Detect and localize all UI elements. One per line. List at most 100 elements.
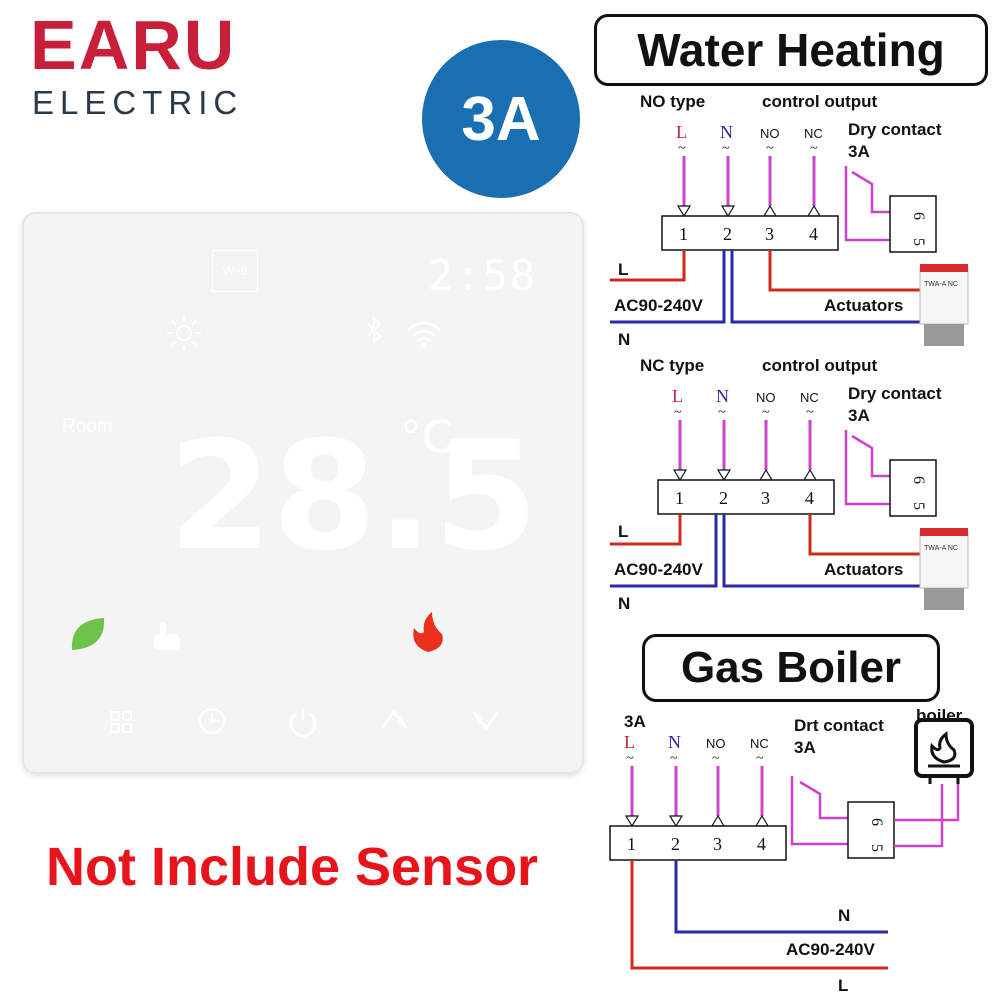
svg-text:~: ~ bbox=[762, 405, 770, 420]
no-dry-contact-amps: 3A bbox=[848, 142, 870, 161]
hand-icon bbox=[154, 622, 180, 650]
nc-neutral-label: N bbox=[618, 594, 631, 613]
nc-type-label: NC type bbox=[640, 356, 705, 375]
no-relay-5: 5 bbox=[910, 238, 927, 246]
svg-text:TWA-A NC: TWA-A NC bbox=[924, 545, 958, 552]
nc-wire-no: NO bbox=[756, 390, 776, 405]
no-tilde-n: ~ bbox=[722, 141, 730, 156]
nc-control-output-label: control output bbox=[762, 356, 878, 375]
svg-text:~: ~ bbox=[756, 751, 764, 766]
gas-neutral-label: N bbox=[838, 906, 851, 925]
svg-text:~: ~ bbox=[718, 405, 726, 420]
brand-subtitle: ELECTRIC bbox=[32, 84, 244, 121]
gas-wire-nc: NC bbox=[750, 736, 769, 751]
no-terminal-3: 3 bbox=[765, 224, 774, 244]
no-relay-block bbox=[889, 195, 937, 253]
temperature-unit: °C bbox=[400, 412, 453, 463]
nc-relay-5: 5 bbox=[910, 502, 927, 510]
no-terminal-4: 4 bbox=[809, 224, 818, 244]
bluetooth-icon bbox=[367, 315, 382, 345]
no-supply-label: AC90-240V bbox=[614, 296, 703, 315]
gas-line-label: L bbox=[838, 976, 849, 995]
gas-terminal-block bbox=[609, 825, 787, 861]
gas-wire-l: L bbox=[624, 732, 635, 752]
gas-relay-6: 6 bbox=[868, 818, 885, 826]
flame-icon bbox=[413, 612, 443, 652]
nc-wire-n: N bbox=[716, 386, 729, 406]
no-control-output-label: control output bbox=[762, 92, 878, 111]
clock-icon[interactable] bbox=[198, 707, 226, 735]
nc-actuator: TWA-A NC bbox=[919, 528, 969, 610]
sun-icon bbox=[167, 316, 201, 350]
amperage-badge: 3A bbox=[422, 40, 580, 198]
no-tilde-nc: ~ bbox=[810, 141, 818, 156]
arrow-down-icon[interactable] bbox=[472, 711, 500, 731]
no-wire-l: L bbox=[676, 122, 687, 142]
room-label: Room bbox=[62, 416, 113, 437]
wiring-diagrams: L N NO NC ~ ~ ~ ~ 1 2 3 4 6 5 bbox=[609, 122, 974, 970]
no-neutral-label: N bbox=[618, 330, 631, 349]
clock-readout: 2:58 bbox=[428, 251, 537, 300]
nc-relay-6: 6 bbox=[910, 476, 927, 484]
nc-terminal-1: 1 bbox=[675, 488, 684, 508]
no-terminal-block bbox=[661, 215, 839, 251]
gas-terminal-1: 1 bbox=[627, 834, 636, 854]
temperature-readout: 28.5 bbox=[168, 410, 538, 584]
no-wire-no: NO bbox=[760, 126, 780, 141]
no-actuators-label: Actuators bbox=[824, 296, 904, 315]
gas-relay-block bbox=[847, 801, 895, 859]
gas-wire-n: N bbox=[668, 732, 681, 752]
nc-wiring-block: L N NO NC ~ ~ ~ ~ 1 2 3 4 6 5 TWA-A bbox=[610, 386, 969, 610]
gas-wire-no: NO bbox=[706, 736, 726, 751]
gas-terminal-2: 2 bbox=[671, 834, 680, 854]
nc-supply-label: AC90-240V bbox=[614, 560, 703, 579]
svg-text:~: ~ bbox=[712, 751, 720, 766]
no-wiring-block: L N NO NC ~ ~ ~ ~ 1 2 3 4 6 5 bbox=[610, 122, 969, 346]
nc-actuators-label: Actuators bbox=[824, 560, 904, 579]
no-terminal-1: 1 bbox=[679, 224, 688, 244]
arrow-up-icon[interactable] bbox=[380, 709, 408, 729]
svg-text:~: ~ bbox=[670, 751, 678, 766]
gas-supply-label: AC90-240V bbox=[786, 940, 875, 959]
day-indicator: Wed bbox=[212, 250, 258, 292]
nc-dry-contact-amps: 3A bbox=[848, 406, 870, 425]
svg-text:~: ~ bbox=[626, 751, 634, 766]
nc-dry-contact-label: Dry contact bbox=[848, 384, 942, 403]
menu-icon[interactable] bbox=[110, 711, 132, 733]
boiler-icon bbox=[914, 718, 974, 784]
svg-text:28.5: 28.5 bbox=[168, 410, 538, 584]
nc-line-label: L bbox=[618, 522, 629, 541]
no-wire-n: N bbox=[720, 122, 733, 142]
nc-wire-l: L bbox=[672, 386, 683, 406]
no-terminal-2: 2 bbox=[723, 224, 732, 244]
wifi-icon bbox=[407, 321, 441, 349]
no-wire-nc: NC bbox=[804, 126, 823, 141]
no-type-label: NO type bbox=[640, 92, 706, 111]
thermostat-display: 2:58 28.5 °C bbox=[71, 251, 538, 737]
svg-text:~: ~ bbox=[674, 405, 682, 420]
nc-wire-nc: NC bbox=[800, 390, 819, 405]
thermostat-panel bbox=[22, 212, 584, 774]
no-tilde-l: ~ bbox=[678, 141, 686, 156]
svg-text:2:58: 2:58 bbox=[428, 251, 537, 300]
no-relay-6: 6 bbox=[910, 212, 927, 220]
gas-boiler-title: Gas Boiler bbox=[642, 634, 940, 702]
leaf-icon bbox=[71, 618, 105, 650]
svg-text:~: ~ bbox=[806, 405, 814, 420]
svg-text:TWA-A NC: TWA-A NC bbox=[924, 281, 958, 288]
nc-terminal-4: 4 bbox=[805, 488, 814, 508]
not-include-sensor-note: Not Include Sensor bbox=[46, 837, 539, 897]
no-actuator: TWA-A NC bbox=[919, 264, 969, 346]
gas-terminal-3: 3 bbox=[713, 834, 722, 854]
power-icon[interactable] bbox=[289, 708, 317, 737]
nc-relay-block bbox=[889, 459, 937, 517]
gas-wiring-block: L N NO NC ~ ~ ~ ~ 1 2 3 4 6 5 bbox=[609, 718, 974, 970]
no-dry-contact-label: Dry contact bbox=[848, 120, 942, 139]
no-line-label: L bbox=[618, 260, 629, 279]
nc-terminal-block bbox=[657, 479, 835, 515]
gas-dry-contact-amps: 3A bbox=[794, 738, 816, 757]
gas-terminal-4: 4 bbox=[757, 834, 766, 854]
nc-terminal-3: 3 bbox=[761, 488, 770, 508]
brand-logo: EARU bbox=[30, 6, 237, 84]
nc-terminal-2: 2 bbox=[719, 488, 728, 508]
